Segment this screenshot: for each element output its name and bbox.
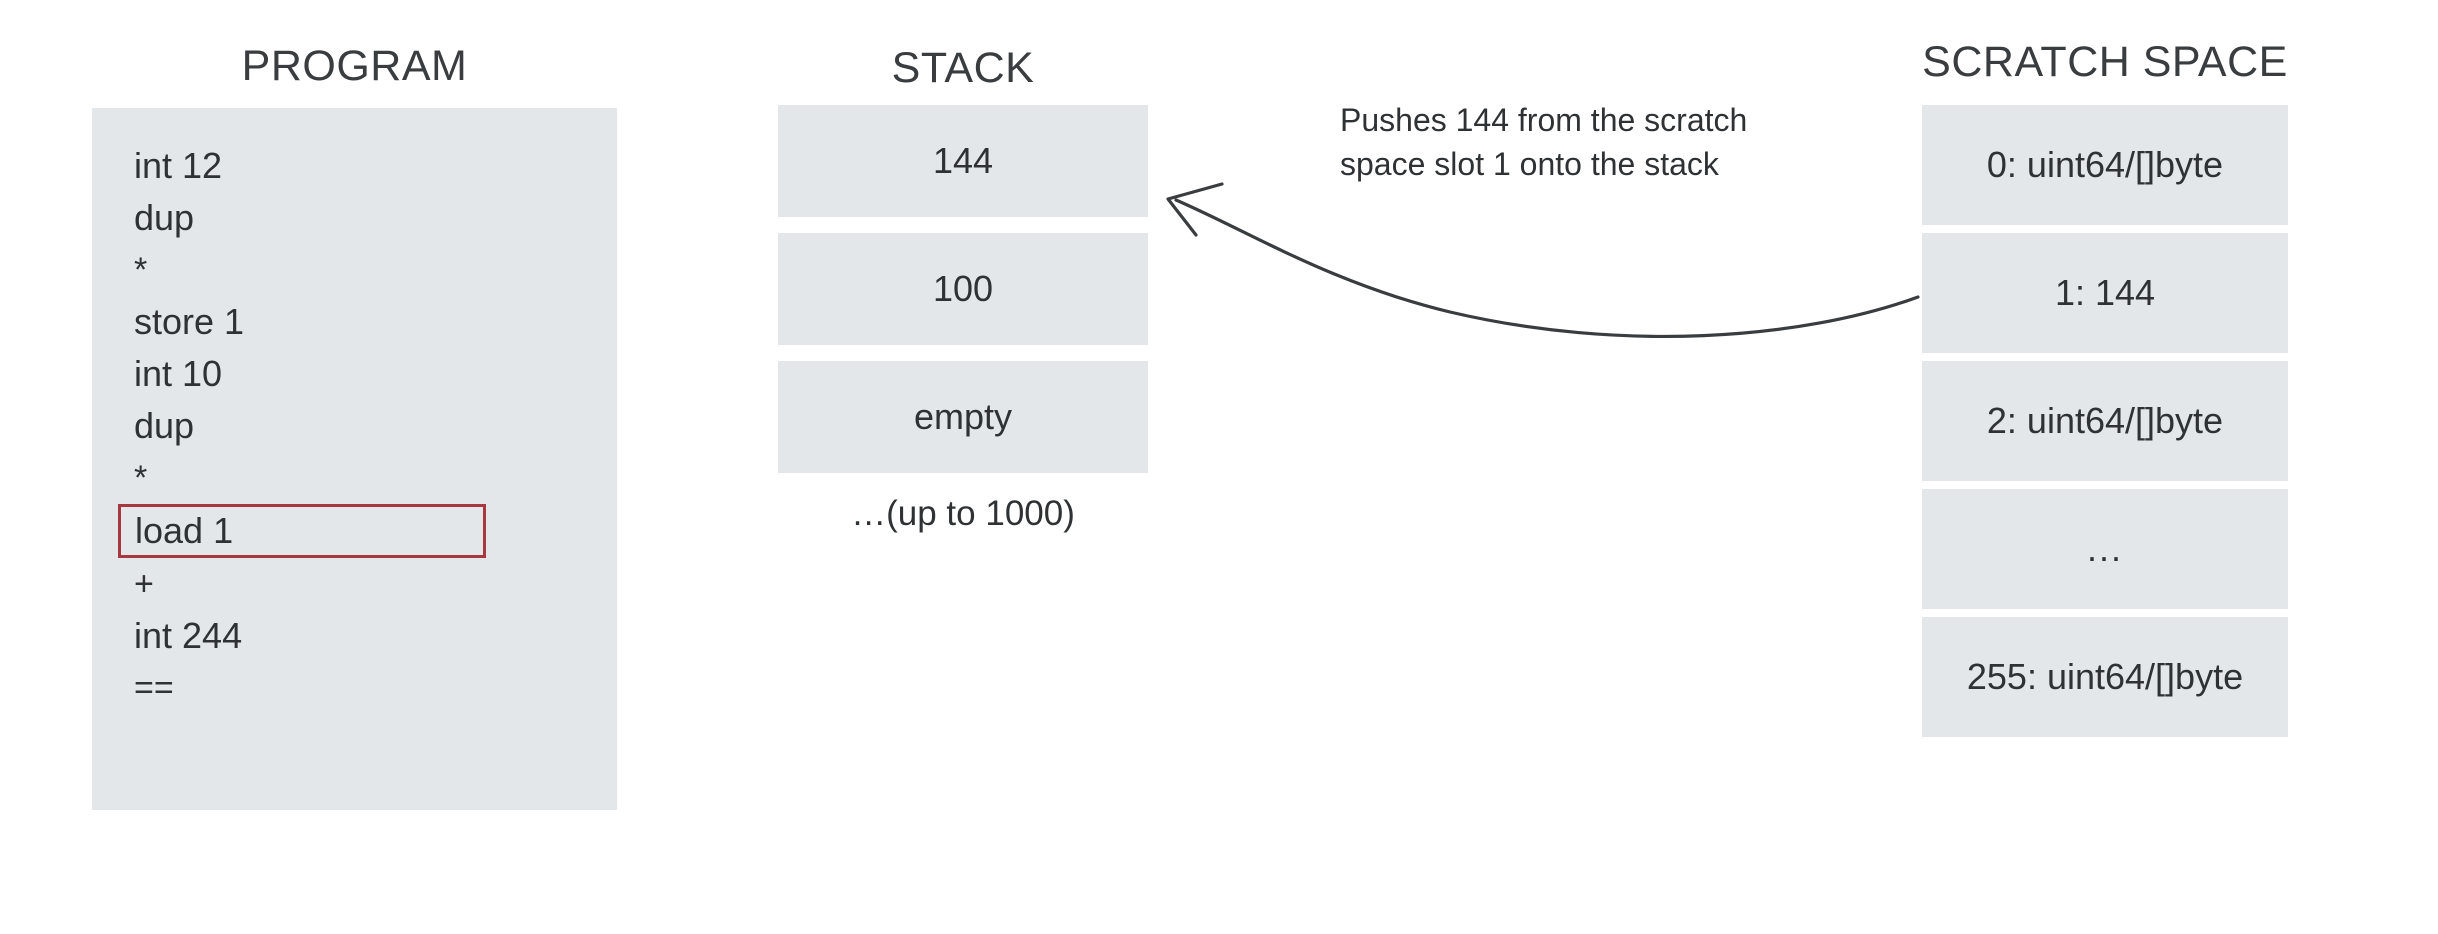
stack-capacity-note: …(up to 1000) [851,494,1075,533]
program-instruction-row: + [134,565,154,603]
program-instruction-row: int 12 [134,145,223,186]
stack-column-heading: STACK [891,44,1035,92]
stack-slot: empty [778,361,1148,473]
program-instruction-row: int 244 [134,615,243,656]
annotation-line-2: space slot 1 onto the stack [1340,146,1719,182]
program-panel: int 12 dup * store 1 int 10 dup * load 1… [92,108,617,810]
scratch-space-slot: 0: uint64/[]byte [1922,105,2288,225]
scratch-space-slot: 255: uint64/[]byte [1922,617,2288,737]
annotation-callout-text: Pushes 144 from the scratch space slot 1… [1340,98,1810,186]
stack-slot: 144 [778,105,1148,217]
program-instruction-list: int 12 dup * store 1 int 10 dup * load 1… [118,140,556,714]
program-instruction-row: int 10 [134,353,223,394]
program-column-heading: PROGRAM [241,42,468,90]
scratch-space-slot: 1: 144 [1922,233,2288,353]
stack-slot: 100 [778,233,1148,345]
program-instruction-row: store 1 [134,301,245,342]
arrow-head-icon [1166,182,1224,237]
program-instruction-row: * [134,251,148,289]
program-instruction-row-highlighted: load 1 [118,504,486,558]
program-instruction-row: == [134,669,174,707]
scratch-space-slot-ellipsis: ... [1922,489,2288,609]
program-instruction-row: dup [134,197,195,238]
program-instruction-row: * [134,459,148,497]
annotation-line-1: Pushes 144 from the scratch [1340,102,1748,138]
ellipsis-icon: ... [2086,527,2123,569]
arrow-curve-path [1174,198,1920,339]
program-instruction-row: dup [134,405,195,446]
scratch-space-column-heading: SCRATCH SPACE [1922,38,2288,86]
scratch-space-slot: 2: uint64/[]byte [1922,361,2288,481]
